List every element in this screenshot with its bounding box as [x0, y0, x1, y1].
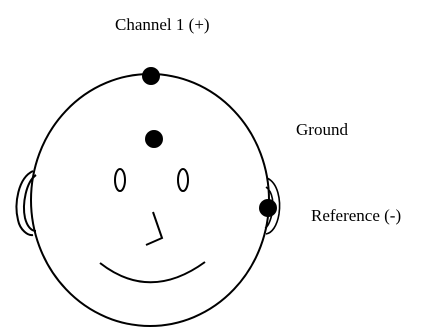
- channel1-label: Channel 1 (+): [115, 16, 210, 33]
- right-eye: [178, 169, 188, 191]
- channel1-electrode: [142, 67, 160, 85]
- mouth: [100, 262, 205, 282]
- ground-electrode: [145, 130, 163, 148]
- head-outline: [31, 74, 269, 326]
- reference-electrode: [259, 199, 277, 217]
- left-eye: [115, 169, 125, 191]
- ground-label: Ground: [296, 121, 348, 138]
- nose: [146, 212, 162, 245]
- reference-label: Reference (-): [311, 207, 401, 224]
